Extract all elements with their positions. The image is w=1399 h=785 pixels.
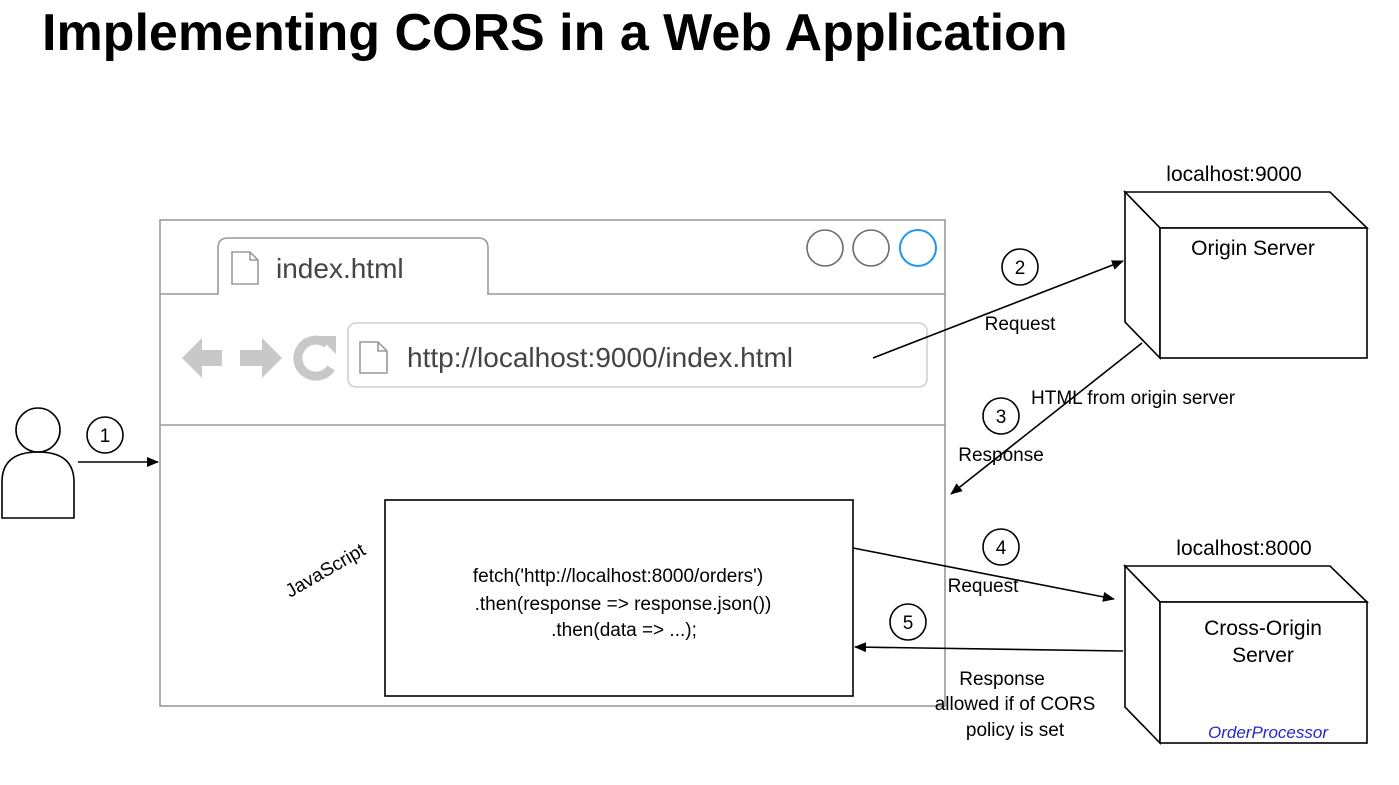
window-control-icon[interactable] — [806, 229, 844, 267]
back-arrow-icon[interactable] — [182, 338, 222, 378]
component-label: OrderProcessor — [1208, 723, 1329, 742]
arrow-request-cross-origin — [852, 547, 1115, 602]
cross-origin-server-box — [1123, 564, 1369, 745]
document-icon — [231, 251, 259, 285]
browser-tab[interactable] — [217, 237, 489, 294]
forward-arrow-icon[interactable] — [240, 338, 282, 378]
page-title: Implementing CORS in a Web Application — [42, 4, 1068, 62]
origin-server-name: Origin Server — [1191, 237, 1315, 260]
response-label-5-line3: policy is set — [966, 720, 1065, 741]
cross-origin-server-name-line2: Server — [1232, 644, 1294, 667]
arrow-request-origin — [872, 260, 1124, 359]
step-3-circle — [982, 397, 1020, 435]
request-label-4: Request — [948, 576, 1019, 597]
address-url: http://localhost:9000/index.html — [407, 342, 793, 373]
step-2-number: 2 — [1015, 258, 1026, 279]
origin-server-host: localhost:9000 — [1166, 163, 1301, 186]
step-1-number: 1 — [100, 426, 111, 447]
step-4-circle — [982, 528, 1020, 566]
step-2-circle — [1001, 248, 1039, 286]
address-bar[interactable] — [347, 322, 928, 388]
request-label-2: Request — [985, 314, 1056, 335]
window-control-icon[interactable] — [852, 229, 890, 267]
origin-server-box — [1123, 190, 1369, 360]
arrow-response-cross-origin — [854, 642, 1124, 653]
step-5-number: 5 — [903, 613, 914, 634]
cross-origin-server-name-line1: Cross-Origin — [1204, 617, 1322, 640]
cross-origin-server-host: localhost:8000 — [1176, 537, 1311, 560]
response-label-3: Response — [958, 445, 1044, 466]
code-box — [384, 499, 854, 697]
code-line-1: fetch('http://localhost:8000/orders') — [473, 566, 763, 587]
arrow-response-origin — [950, 342, 1143, 495]
code-line-2: .then(response => response.json()) — [475, 594, 772, 615]
step-1-circle — [86, 416, 124, 454]
document-icon — [359, 341, 388, 374]
window-control-icon[interactable] — [899, 229, 937, 267]
step-3-number: 3 — [996, 407, 1007, 428]
response-label-5-line1: Response — [959, 669, 1045, 690]
user-icon — [1, 407, 75, 519]
step-5-circle — [889, 603, 927, 641]
response-label-5-line2: allowed if of CORS — [935, 694, 1096, 715]
step-4-number: 4 — [996, 538, 1007, 559]
tab-label: index.html — [276, 253, 404, 284]
html-from-origin-label: HTML from origin server — [1031, 388, 1236, 409]
reload-icon[interactable] — [293, 335, 336, 381]
code-line-3: .then(data => ...); — [551, 620, 697, 641]
